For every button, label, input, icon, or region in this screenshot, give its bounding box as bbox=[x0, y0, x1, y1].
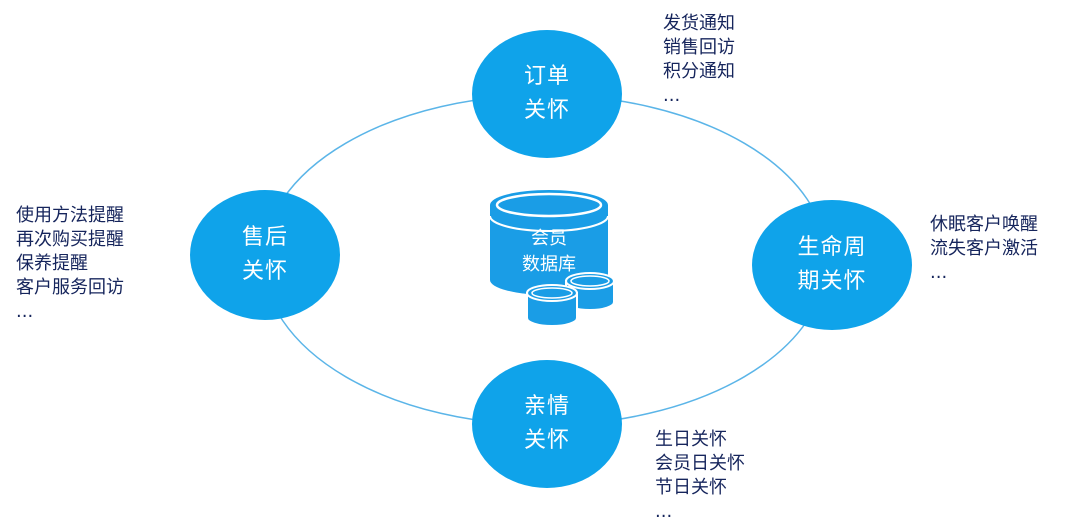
list-item: ... bbox=[655, 501, 673, 522]
node-lifecycle-care-line1: 生命周 bbox=[797, 235, 867, 260]
list-family-care: 生日关怀 会员日关怀 节日关怀 ... bbox=[655, 428, 745, 524]
list-item: 积分通知 bbox=[663, 61, 735, 82]
list-item: ... bbox=[16, 301, 34, 322]
node-aftersales-care: 售后 关怀 bbox=[190, 190, 340, 320]
list-item: 客户服务回访 bbox=[16, 277, 124, 298]
database-small-left-cylinder bbox=[526, 292, 578, 327]
list-item: 保养提醒 bbox=[16, 253, 88, 274]
node-lifecycle-care-line2: 期关怀 bbox=[797, 269, 867, 294]
database-icon bbox=[489, 190, 615, 327]
list-order-care: 发货通知 销售回访 积分通知 ... bbox=[663, 12, 735, 108]
database-label: 会员 数据库 bbox=[494, 226, 604, 278]
list-item: 会员日关怀 bbox=[655, 453, 745, 474]
list-item: 流失客户激活 bbox=[930, 238, 1038, 259]
node-aftersales-care-line2: 关怀 bbox=[241, 259, 288, 284]
list-item: 休眠客户唤醒 bbox=[930, 214, 1038, 235]
database-large-band bbox=[489, 215, 609, 232]
list-aftersales-care: 使用方法提醒 再次购买提醒 保养提醒 客户服务回访 ... bbox=[16, 204, 124, 324]
database-label-line1: 会员 bbox=[531, 228, 567, 249]
list-item: 再次购买提醒 bbox=[16, 229, 124, 250]
list-item: ... bbox=[930, 262, 948, 283]
list-item: ... bbox=[663, 85, 681, 106]
list-item: 发货通知 bbox=[663, 13, 735, 34]
database-small-right-top-inner bbox=[570, 275, 610, 287]
database-large-top bbox=[490, 190, 608, 220]
list-item: 销售回访 bbox=[663, 37, 735, 58]
database-label-line2: 数据库 bbox=[522, 254, 576, 275]
list-item: 使用方法提醒 bbox=[16, 205, 124, 226]
database-small-left-top-inner bbox=[531, 287, 573, 299]
node-family-care: 亲情 关怀 bbox=[472, 360, 622, 488]
node-order-care: 订单 关怀 bbox=[472, 30, 622, 158]
database-large-top-rim bbox=[495, 192, 603, 218]
node-aftersales-care-line1: 售后 bbox=[241, 225, 288, 250]
database-large-cylinder bbox=[490, 205, 608, 295]
list-lifecycle-care: 休眠客户唤醒 流失客户激活 ... bbox=[930, 213, 1038, 285]
node-family-care-line1: 亲情 bbox=[523, 394, 570, 419]
node-order-care-line2: 关怀 bbox=[523, 98, 570, 123]
list-item: 节日关怀 bbox=[655, 477, 727, 498]
list-item: 生日关怀 bbox=[655, 429, 727, 450]
node-family-care-line2: 关怀 bbox=[523, 428, 570, 453]
node-order-care-line1: 订单 bbox=[523, 64, 570, 89]
node-lifecycle-care: 生命周 期关怀 bbox=[752, 200, 912, 330]
